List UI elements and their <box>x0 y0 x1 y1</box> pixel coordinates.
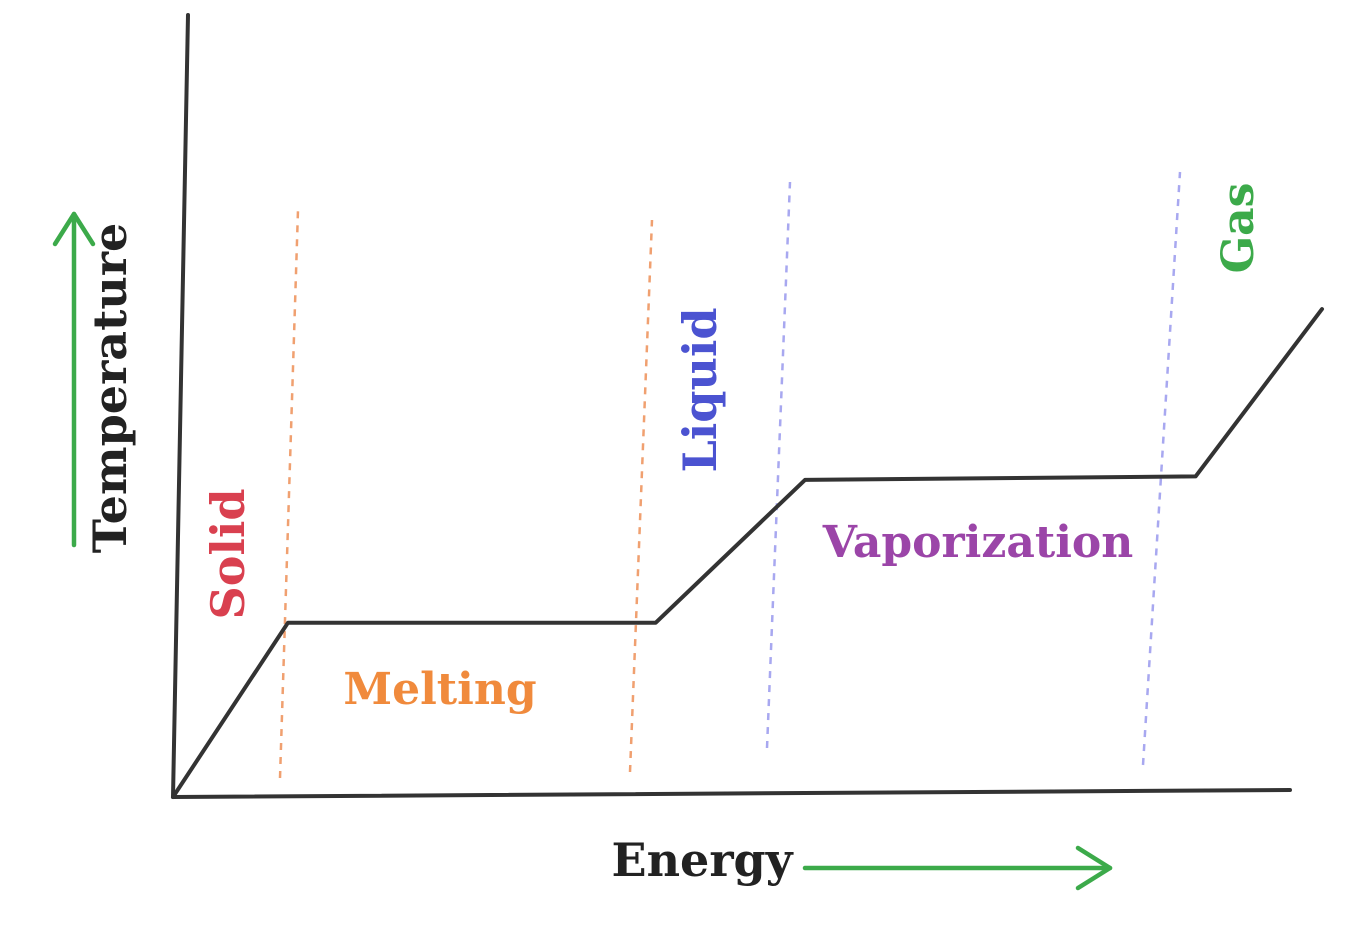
y-axis-label: Temperature <box>83 223 137 554</box>
energy-arrow-icon <box>802 845 1113 891</box>
vaporization-start-boundary <box>765 181 792 749</box>
heating-curve-line <box>171 307 1324 799</box>
liquid-label: Liquid <box>673 307 727 472</box>
solid-label: Solid <box>201 488 255 619</box>
vaporization-end-boundary <box>1141 171 1182 766</box>
vaporization-label: Vaporization <box>822 517 1134 568</box>
melting-end-boundary <box>628 219 654 773</box>
y-axis <box>171 13 190 799</box>
melting-start-boundary <box>278 209 300 779</box>
temperature-arrow-icon <box>52 211 96 548</box>
x-axis-label: Energy <box>612 833 794 887</box>
gas-label: Gas <box>1213 183 1264 274</box>
melting-label: Melting <box>343 664 536 715</box>
x-axis <box>171 788 1292 799</box>
